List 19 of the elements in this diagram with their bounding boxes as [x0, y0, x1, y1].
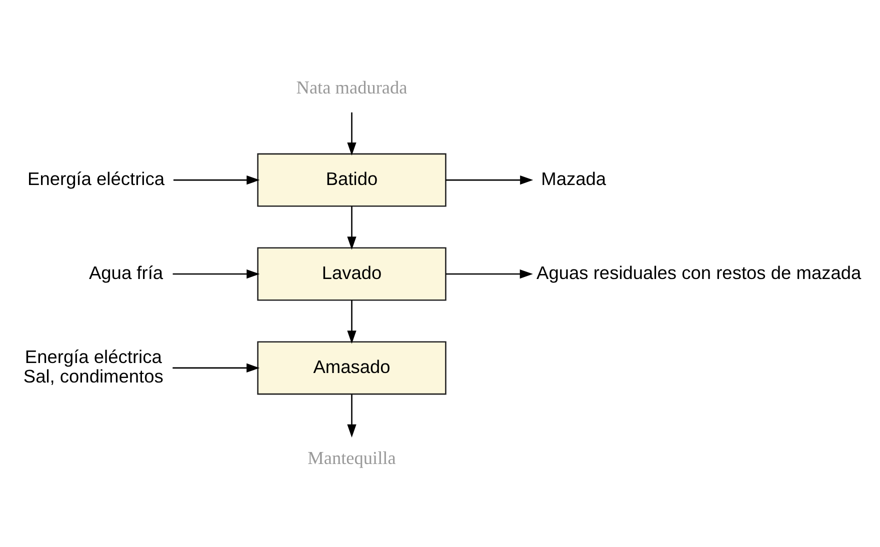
node-text: Nata madurada: [296, 77, 407, 98]
arrow: [172, 174, 260, 184]
arrow: [445, 174, 533, 184]
node-text: Mantequilla: [307, 448, 396, 468]
arrow: [346, 394, 356, 437]
arrow: [346, 206, 356, 250]
arrow: [172, 362, 260, 372]
node-text: Energía eléctrica: [27, 167, 164, 188]
node-box: Batido: [256, 152, 446, 206]
node-text: Aguas residuales con restos de mazada: [536, 261, 861, 282]
node-text: Agua fría: [88, 261, 163, 282]
node-box: Amasado: [256, 340, 446, 394]
node-text: Energía eléctrica Sal, condimentos: [22, 345, 163, 386]
node-box: Lavado: [256, 246, 446, 300]
arrow: [446, 268, 532, 278]
arrow: [172, 268, 260, 278]
node-text: Mazada: [540, 167, 606, 188]
arrow: [346, 112, 356, 156]
arrow: [346, 300, 356, 344]
